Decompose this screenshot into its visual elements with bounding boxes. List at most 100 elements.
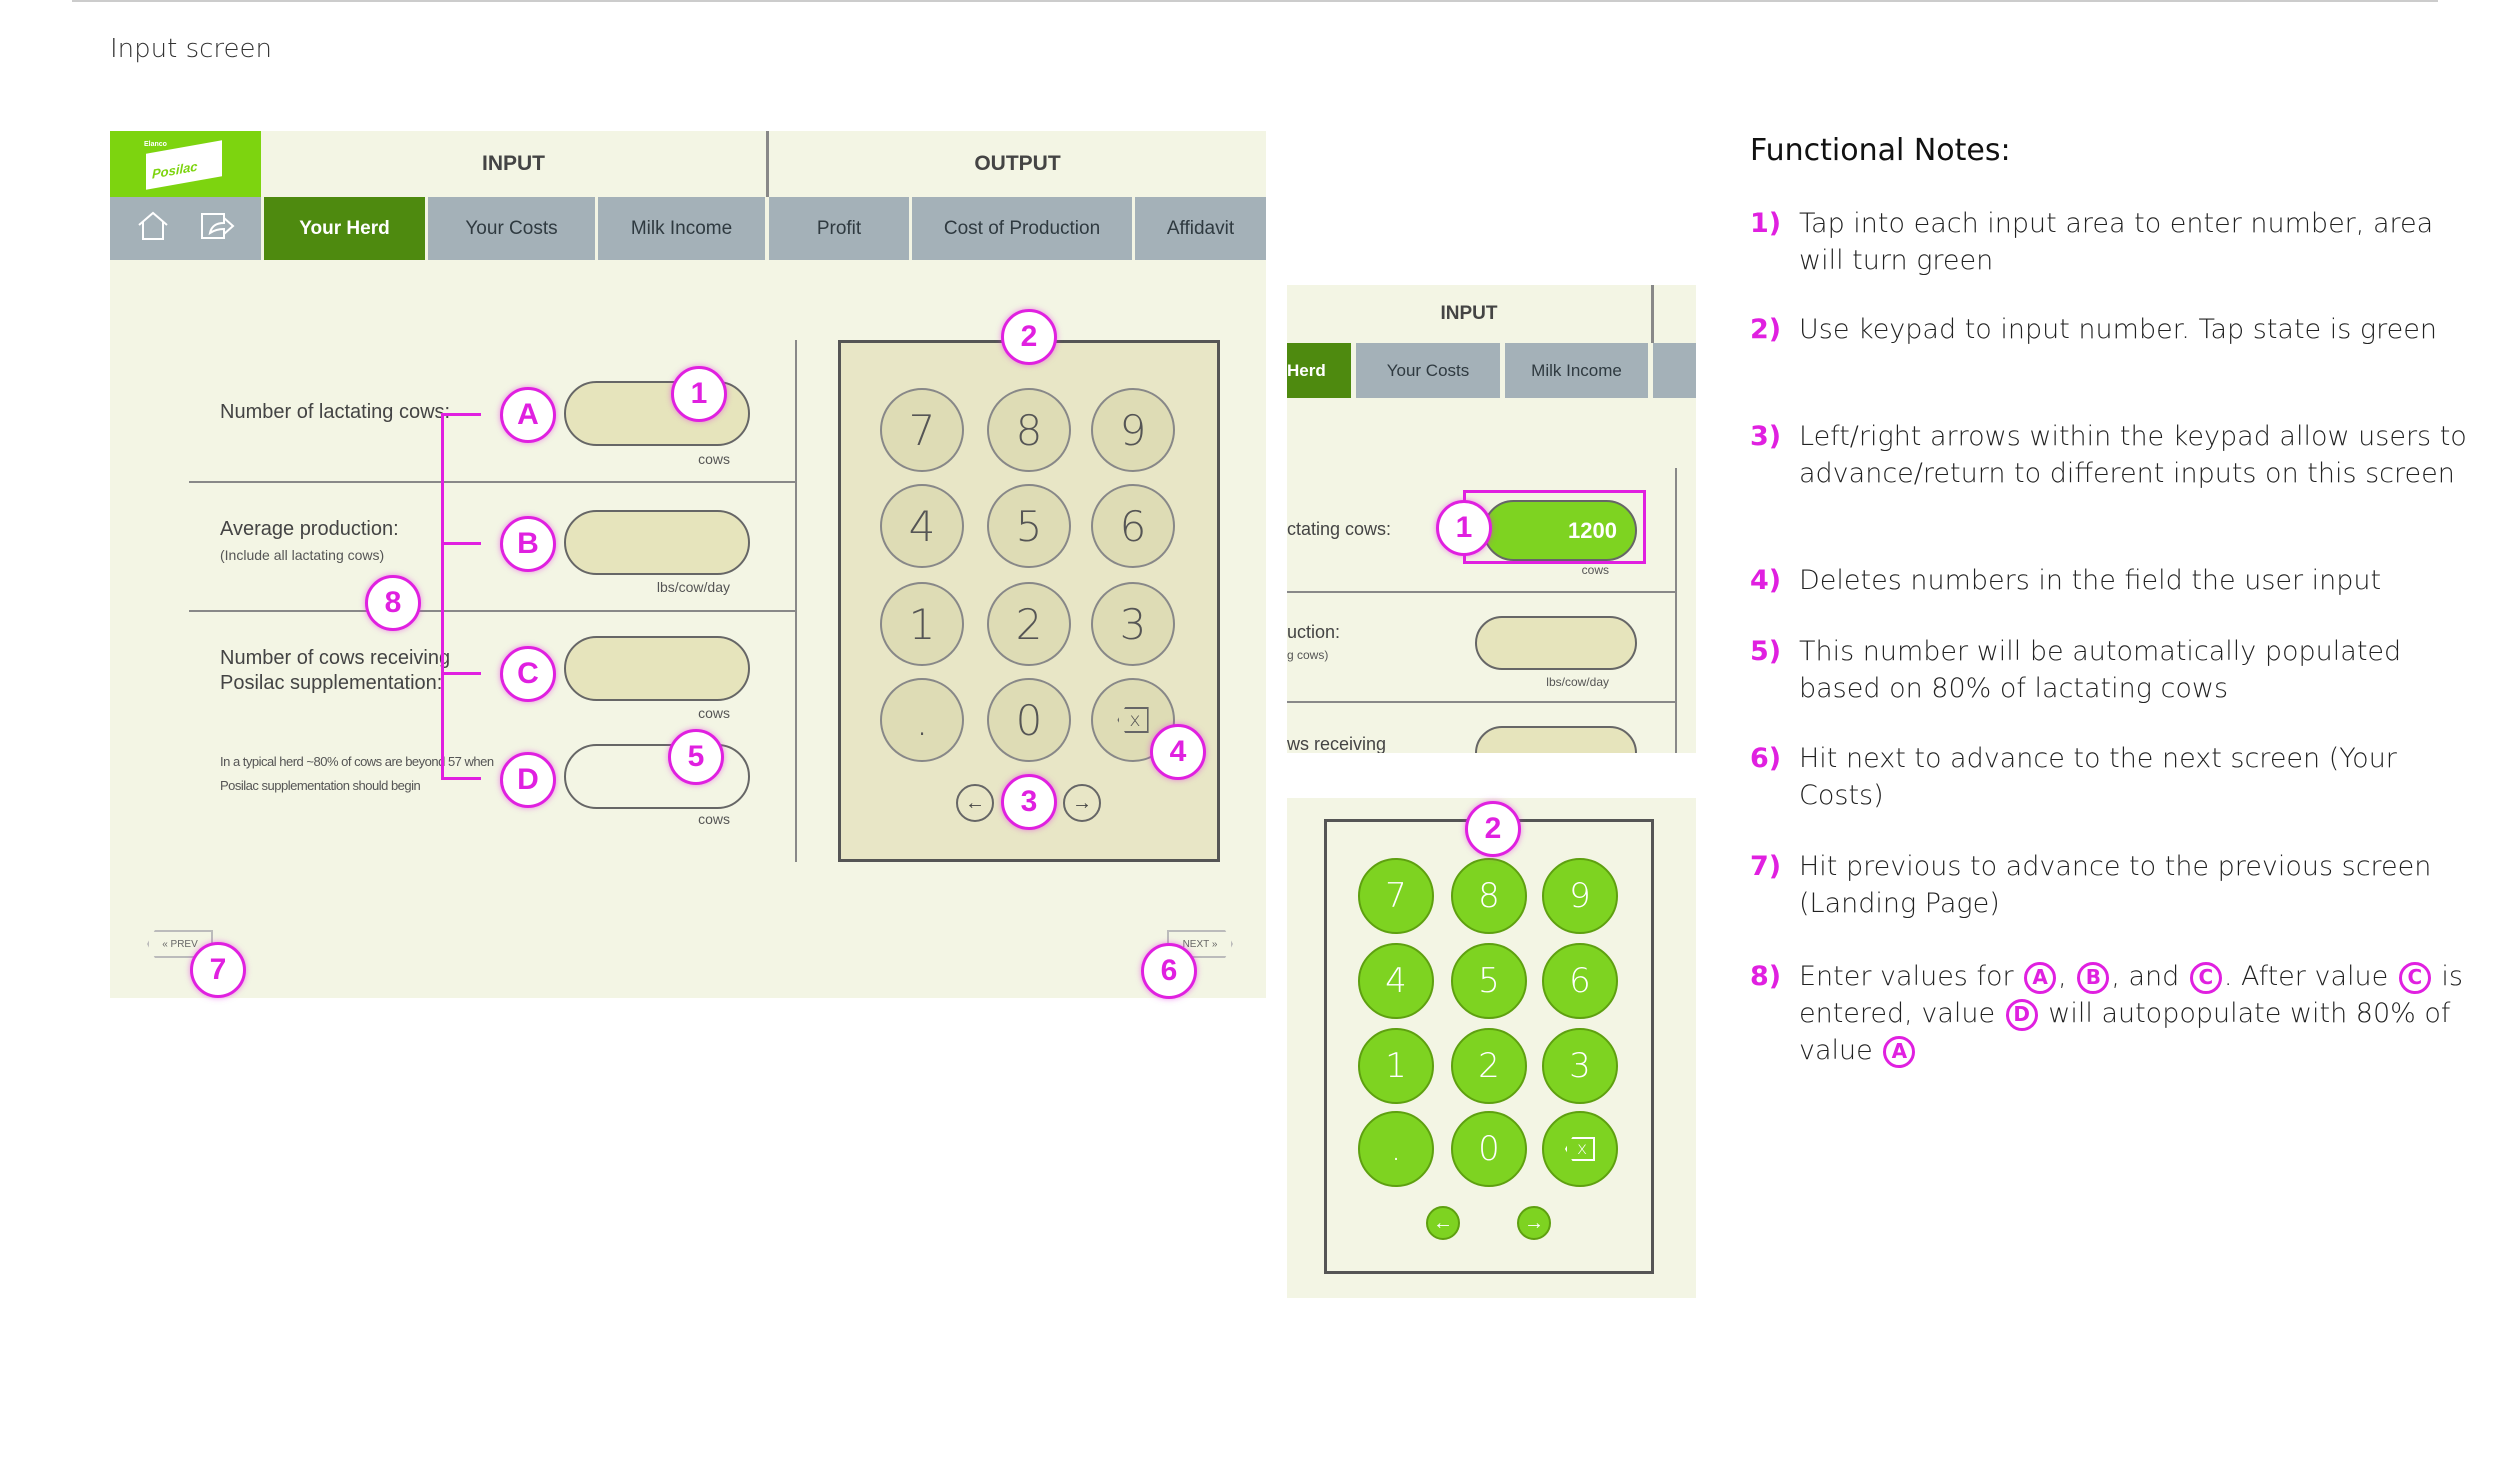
home-icon[interactable] (136, 210, 170, 248)
note-item: 5)This number will be automatically popu… (1750, 633, 2470, 707)
notes-title: Functional Notes: (1750, 133, 2011, 168)
key-2[interactable]: 2 (1451, 1028, 1527, 1104)
key-1[interactable]: 1 (1358, 1028, 1434, 1104)
callout-2: 2 (1001, 309, 1057, 365)
tab-profit[interactable] (1653, 343, 1696, 398)
note-text: Left/right arrows within the keypad allo… (1799, 421, 2467, 489)
callout-ref-c: C (2189, 961, 2222, 994)
key-8[interactable]: 8 (1451, 858, 1527, 934)
callout-a: A (500, 387, 556, 443)
key-5[interactable]: 5 (987, 484, 1071, 568)
key-3[interactable]: 3 (1542, 1028, 1618, 1104)
delete-key[interactable]: x (1542, 1111, 1618, 1187)
arrow-left-button[interactable]: ← (1426, 1206, 1460, 1240)
tab-milk-income[interactable]: Milk Income (598, 197, 765, 260)
top-divider (72, 0, 2438, 2)
average-production-input[interactable] (1475, 616, 1637, 670)
note-text: Use keypad to input number. Tap state is… (1799, 314, 2437, 345)
unit-lbs-cow-day: lbs/cow/day (656, 579, 730, 595)
tab-your-herd[interactable]: Herd (1287, 343, 1351, 398)
key-6[interactable]: 6 (1542, 943, 1618, 1019)
cows-receiving-input[interactable] (1475, 726, 1637, 753)
note-text: Enter values for A, B, and C. After valu… (1799, 958, 2470, 1069)
tab-profit[interactable]: Profit (769, 197, 909, 260)
row-divider (189, 610, 795, 612)
callout-5: 5 (668, 729, 724, 785)
callout-b: B (500, 516, 556, 572)
key-4[interactable]: 4 (880, 484, 964, 568)
note-item: 4)Deletes numbers in the field the user … (1750, 562, 2470, 599)
unit-cows: cows (698, 451, 730, 467)
field-label-average-production: uction: (1287, 622, 1341, 642)
arrow-right-button[interactable]: → (1063, 784, 1101, 822)
bracket-tick (441, 542, 481, 545)
note-number: 8) (1750, 961, 1782, 992)
key-0[interactable]: 0 (1451, 1111, 1527, 1187)
key-9[interactable]: 9 (1542, 858, 1618, 934)
callout-ref-b: B (2077, 961, 2110, 994)
field-label-lactating-cows: Number of lactating cows: (220, 401, 451, 423)
key-4[interactable]: 4 (1358, 943, 1434, 1019)
note-text: Tap into each input area to enter number… (1799, 208, 2434, 276)
field-sublabel-average-production: g cows) (1287, 648, 1329, 662)
note-number: 2) (1750, 314, 1782, 345)
key-3[interactable]: 3 (1091, 582, 1175, 666)
key-7[interactable]: 7 (880, 388, 964, 472)
field-label-cows-receiving-posilac: Number of cows receiving Posilac supplem… (220, 647, 451, 694)
callout-ref-a: A (2024, 961, 2057, 994)
callout-6: 6 (1141, 943, 1197, 999)
callout-1: 1 (1436, 500, 1492, 556)
callout-7: 7 (190, 942, 246, 998)
bracket-line (441, 414, 444, 779)
key-6[interactable]: 6 (1091, 484, 1175, 568)
page-title: Input screen (110, 34, 273, 64)
backspace-icon: x (1564, 1137, 1596, 1161)
note-text: Hit next to advance to the next screen (… (1799, 743, 2397, 811)
icon-bar (110, 197, 261, 260)
note-text: Deletes numbers in the field the user in… (1799, 565, 2382, 596)
tab-cost-of-production[interactable]: Cost of Production (912, 197, 1132, 260)
bracket-tick (441, 777, 481, 780)
tab-your-herd[interactable]: Your Herd (264, 197, 425, 260)
note-item: 8) Enter values for A, B, and C. After va… (1750, 958, 2470, 1069)
key-1[interactable]: 1 (880, 582, 964, 666)
tab-milk-income[interactable]: Milk Income (1505, 343, 1648, 398)
detail-input-state: INPUT Herd Your Costs Milk Income ctatin… (1287, 285, 1696, 753)
logo: Elanco Posilac (110, 131, 261, 197)
note-item: 7)Hit previous to advance to the previou… (1750, 848, 2470, 922)
callout-ref-a: A (1883, 1035, 1916, 1068)
key-5[interactable]: 5 (1451, 943, 1527, 1019)
note-text-part: . After value (2223, 961, 2397, 992)
field-sublabel-average-production: (Include all lactating cows) (220, 547, 385, 563)
note-text: Hit previous to advance to the previous … (1799, 851, 2432, 919)
note-text-part: , (2058, 961, 2076, 992)
key-9[interactable]: 9 (1091, 388, 1175, 472)
note-text-part: Enter values for (1799, 961, 2023, 992)
main-screen: Elanco Posilac INPUT OUTPUT Your Herd Yo… (110, 131, 1266, 999)
key-decimal[interactable]: . (1358, 1111, 1434, 1187)
unit-cows: cows (698, 811, 730, 827)
section-input: INPUT (482, 152, 545, 175)
callout-c: C (500, 646, 556, 702)
field-label-cows-receiving: ws receiving (1287, 734, 1387, 753)
key-2[interactable]: 2 (987, 582, 1071, 666)
key-0[interactable]: 0 (987, 678, 1071, 762)
tab-your-costs[interactable]: Your Costs (1356, 343, 1500, 398)
callout-ref-c: C (2398, 961, 2431, 994)
header-divider (766, 131, 769, 197)
tab-affidavit[interactable]: Affidavit (1135, 197, 1266, 260)
export-icon[interactable] (200, 211, 236, 247)
note-number: 5) (1750, 636, 1782, 667)
key-7[interactable]: 7 (1358, 858, 1434, 934)
note-text-part: , and (2111, 961, 2188, 992)
key-8[interactable]: 8 (987, 388, 1071, 472)
arrow-right-button[interactable]: → (1517, 1206, 1551, 1240)
tab-your-costs[interactable]: Your Costs (428, 197, 595, 260)
key-decimal[interactable]: . (880, 678, 964, 762)
average-production-input[interactable] (564, 510, 750, 575)
lactating-cows-input[interactable]: 1200 (1483, 500, 1637, 561)
arrow-left-button[interactable]: ← (956, 784, 994, 822)
bracket-tick (441, 672, 481, 675)
cows-receiving-posilac-input[interactable] (564, 636, 750, 701)
